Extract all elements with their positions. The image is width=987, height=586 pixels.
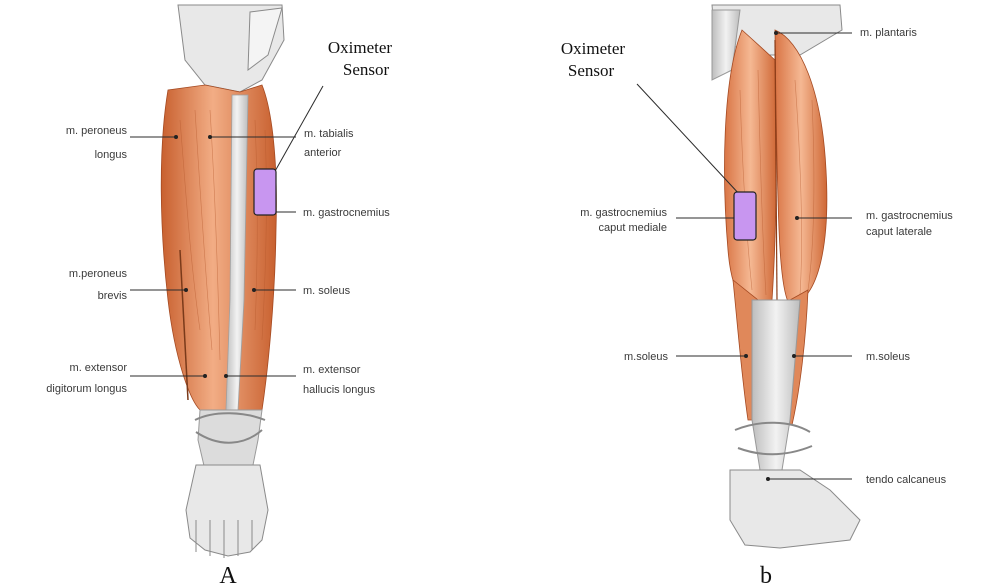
panel-a-foot — [186, 465, 268, 556]
label-peroneus-longus-2: longus — [95, 149, 128, 161]
panel-b-achilles-tendon — [752, 300, 800, 470]
label-tibialis-anterior-2: anterior — [304, 147, 342, 159]
panel-b-sensor-title-line2: Sensor — [568, 61, 615, 80]
panel-b-gastro-lateral-head — [775, 30, 827, 305]
label-tendo-calcaneus: tendo calcaneus — [866, 474, 947, 486]
label-gastro-laterale-2: caput laterale — [866, 226, 932, 238]
panel-b-oximeter-sensor — [734, 192, 756, 240]
label-extensor-hallucis-2: hallucis longus — [303, 384, 376, 396]
label-peroneus-brevis-1: m.peroneus — [69, 268, 128, 280]
panel-b-caption: b — [760, 563, 772, 586]
label-gastrocnemius: m. gastrocnemius — [303, 207, 390, 219]
label-peroneus-brevis-2: brevis — [98, 290, 128, 302]
label-extensor-digitorum-1: m. extensor — [70, 362, 128, 374]
label-soleus-a: m. soleus — [303, 285, 351, 297]
label-tibialis-anterior-1: m. tabialis — [304, 128, 354, 140]
label-extensor-hallucis-1: m. extensor — [303, 364, 361, 376]
panel-a-sensor-title-line2: Sensor — [343, 60, 390, 79]
panel-b-heel — [730, 470, 860, 548]
panel-b-gastro-medial-head — [725, 30, 777, 308]
panel-a-caption: A — [219, 563, 237, 586]
panel-a-leg-illustration — [161, 5, 284, 558]
label-gastro-mediale-2: caput mediale — [599, 222, 668, 234]
panel-b-sensor-title-line1: Oximeter — [561, 39, 626, 58]
label-peroneus-longus-1: m. peroneus — [66, 125, 128, 137]
panel-a-ankle-tendons — [198, 410, 262, 470]
label-gastro-mediale-1: m. gastrocnemius — [580, 207, 667, 219]
label-extensor-digitorum-2: digitorum longus — [46, 383, 127, 395]
label-gastro-laterale-1: m. gastrocnemius — [866, 210, 953, 222]
label-plantaris: m. plantaris — [860, 27, 917, 39]
panel-b-leg-illustration — [712, 5, 860, 548]
label-soleus-b-left: m.soleus — [624, 351, 669, 363]
panel-a-sensor-title-line1: Oximeter — [328, 38, 393, 57]
panel-a-oximeter-sensor — [254, 169, 276, 215]
label-soleus-b-right: m.soleus — [866, 351, 911, 363]
panel-a-calf-muscles — [161, 85, 276, 410]
